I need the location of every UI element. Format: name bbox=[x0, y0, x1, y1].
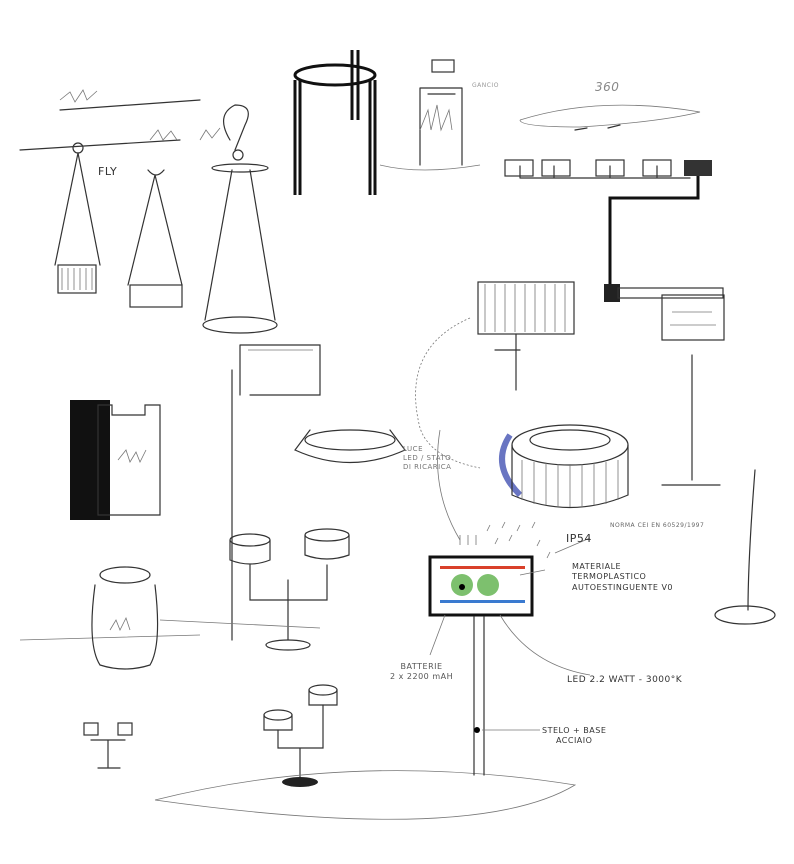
label-stem-base: STELO + BASE ACCIAIO bbox=[542, 726, 607, 746]
planter-lamp bbox=[379, 59, 481, 171]
label-fly: FLY bbox=[98, 165, 118, 178]
label-norm: NORMA CEI EN 60529/1997 bbox=[610, 522, 705, 529]
lantern-lamp bbox=[91, 566, 159, 670]
shelf-lamp bbox=[19, 344, 406, 651]
hanging-lamp-branch bbox=[19, 89, 278, 334]
label-led-light: LUCE LED / STATO DI RICARICA bbox=[403, 445, 452, 472]
label-material: MATERIALE TERMOPLASTICO AUTOESTINGUENTE … bbox=[572, 562, 674, 592]
label-battery: BATTERIE 2 x 2200 mAH bbox=[390, 662, 454, 682]
label-led-power: LED 2.2 WATT - 3000°K bbox=[567, 675, 683, 685]
candelabra-lamp bbox=[83, 684, 577, 820]
column-lamp bbox=[293, 50, 377, 195]
puck-lamp bbox=[415, 281, 629, 509]
label-ip54: IP54 bbox=[566, 532, 592, 545]
floor-lamp bbox=[714, 469, 776, 625]
rotation-track bbox=[504, 104, 725, 486]
post-lamp bbox=[428, 429, 591, 776]
label-360: 360 bbox=[595, 80, 620, 94]
label-hook: GANCIO bbox=[472, 82, 499, 89]
bag-lamp bbox=[70, 400, 161, 520]
